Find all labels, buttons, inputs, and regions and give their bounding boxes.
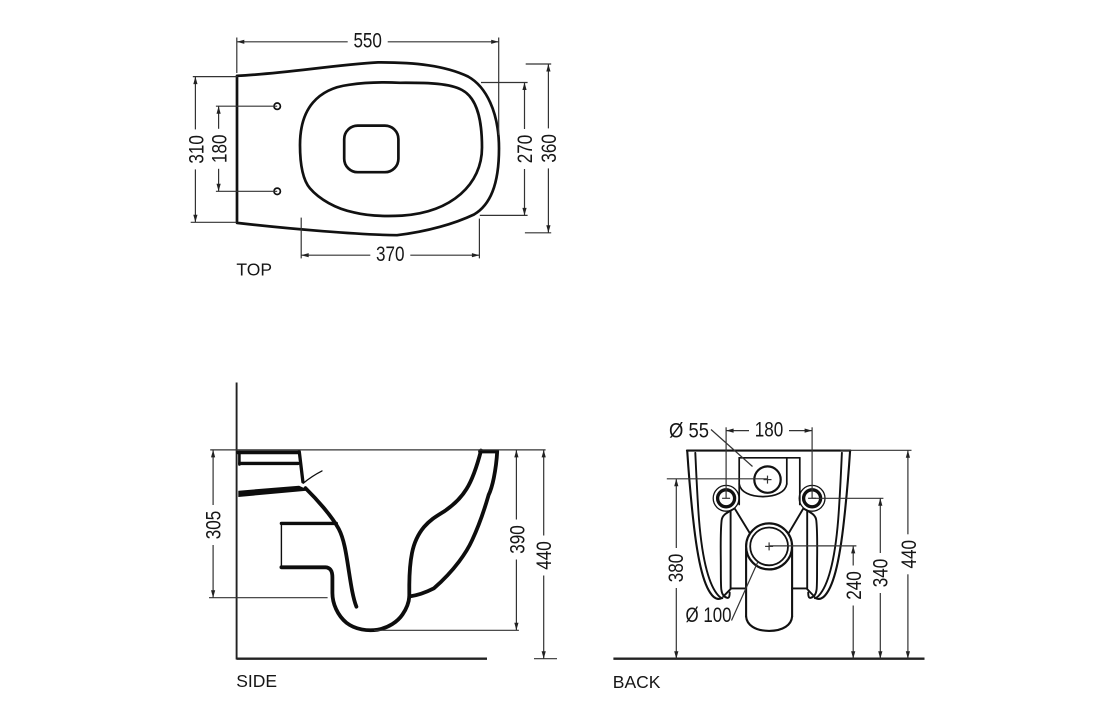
svg-text:340: 340: [870, 559, 893, 588]
svg-text:440: 440: [898, 540, 921, 569]
svg-text:240: 240: [843, 571, 866, 600]
svg-text:270: 270: [514, 135, 537, 164]
svg-text:180: 180: [209, 135, 232, 164]
svg-text:SIDE: SIDE: [236, 671, 277, 691]
svg-text:390: 390: [507, 525, 530, 554]
svg-text:BACK: BACK: [613, 672, 661, 692]
svg-text:Ø 100: Ø 100: [686, 604, 732, 627]
svg-text:360: 360: [538, 134, 561, 163]
svg-text:TOP: TOP: [236, 259, 272, 279]
svg-text:310: 310: [185, 135, 208, 164]
svg-text:Ø 55: Ø 55: [669, 419, 709, 442]
svg-text:370: 370: [376, 243, 405, 266]
svg-text:305: 305: [203, 511, 226, 540]
svg-text:440: 440: [533, 541, 556, 570]
svg-text:180: 180: [755, 419, 784, 442]
svg-text:550: 550: [353, 30, 382, 53]
svg-text:380: 380: [665, 554, 688, 583]
